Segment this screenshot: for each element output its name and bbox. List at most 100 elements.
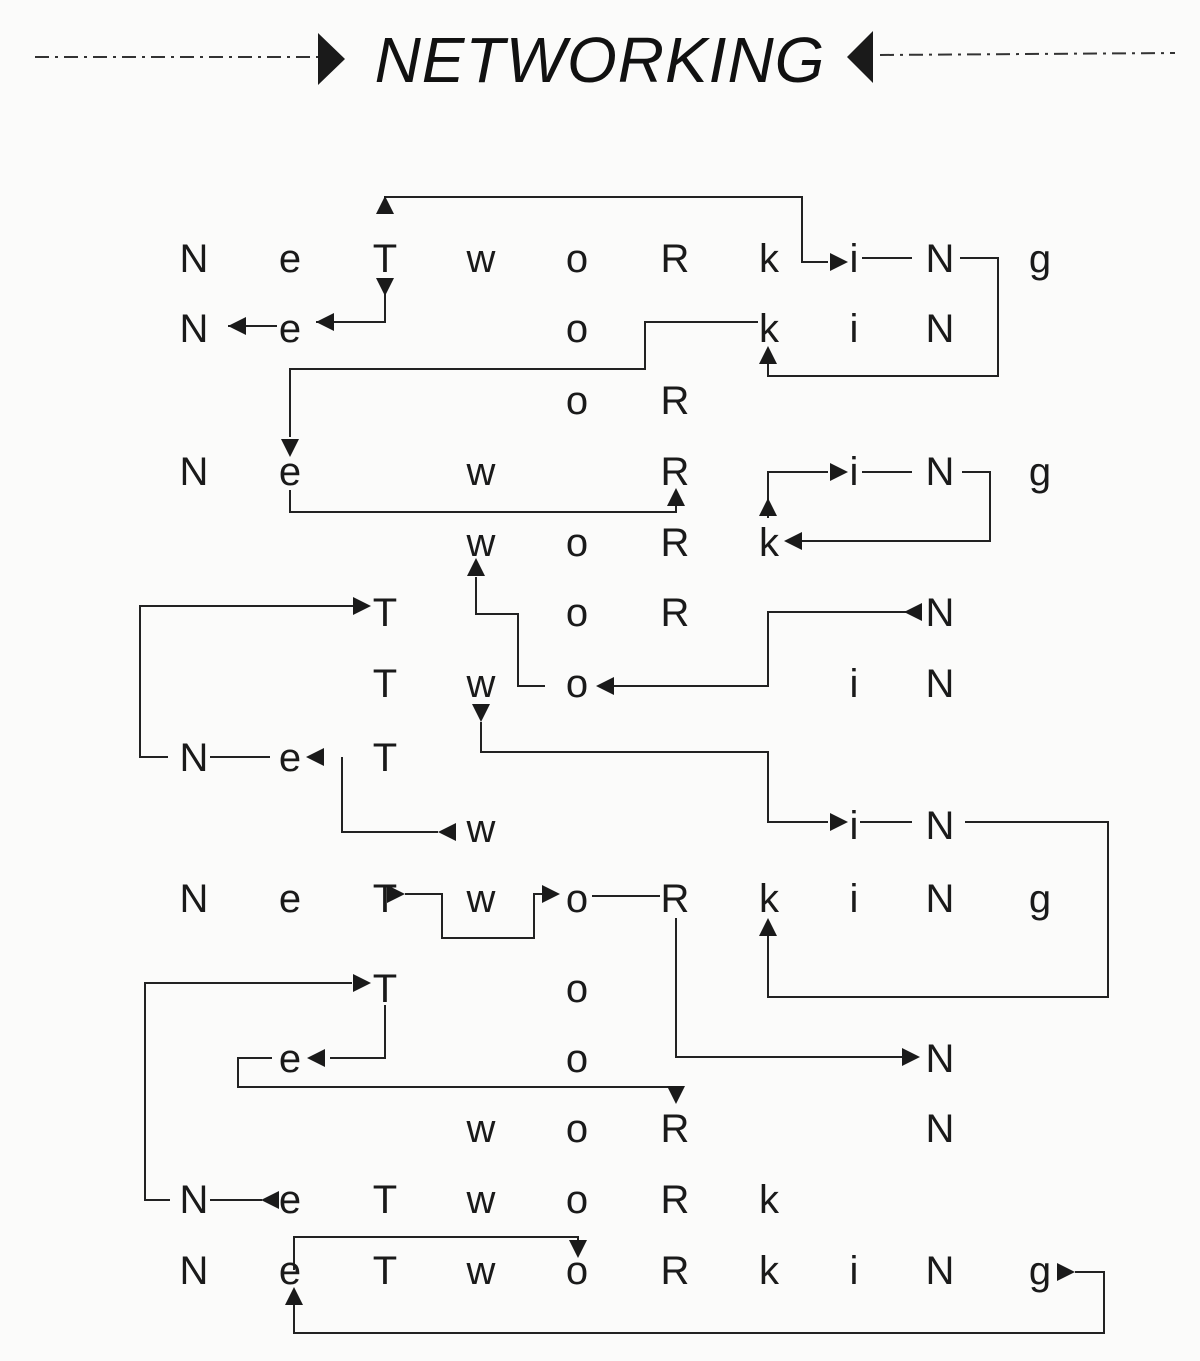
grid-letter: e: [279, 1249, 301, 1293]
grid-letter: g: [1029, 1249, 1051, 1293]
arrowhead: [307, 1049, 325, 1067]
connector-line: [139, 605, 355, 758]
connector-line: [289, 321, 758, 437]
grid-letter: e: [279, 1037, 301, 1081]
connector-line: [289, 490, 677, 513]
grid-letter: e: [279, 237, 301, 281]
grid-letter: T: [373, 662, 397, 706]
grid-letter: T: [373, 736, 397, 780]
grid-letter: i: [850, 804, 859, 848]
grid-letter: k: [759, 237, 780, 281]
grid-letter: o: [566, 1037, 588, 1081]
grid-letter: k: [759, 877, 780, 921]
connector-line: [237, 1057, 676, 1088]
grid-letter: N: [180, 307, 209, 351]
arrowhead: [759, 918, 777, 936]
grid-letter: R: [661, 237, 690, 281]
grid-letter: o: [566, 307, 588, 351]
grid-letter: R: [661, 1249, 690, 1293]
grid-letter: R: [661, 877, 690, 921]
grid-letter: g: [1029, 877, 1051, 921]
arrowhead: [830, 463, 848, 481]
right-dash-line: [879, 52, 1176, 56]
grid-letter: o: [566, 591, 588, 635]
grid-letter: T: [373, 1178, 397, 1222]
grid-letter: N: [926, 450, 955, 494]
arrowheads: [228, 196, 1075, 1305]
grid-letter: w: [466, 1249, 496, 1293]
arrowhead: [261, 1191, 279, 1209]
connector-line: [767, 821, 1109, 998]
grid-letter: w: [466, 1107, 496, 1151]
grid-letter: N: [926, 307, 955, 351]
arrowhead: [387, 885, 405, 903]
arrowhead: [667, 488, 685, 506]
grid-letter: i: [850, 237, 859, 281]
grid-letter: e: [279, 307, 301, 351]
grid-letter: o: [566, 1107, 588, 1151]
arrowhead: [316, 313, 334, 331]
arrowhead: [281, 439, 299, 457]
arrowhead: [285, 1287, 303, 1305]
grid-letter: w: [466, 1178, 496, 1222]
arrowhead: [902, 1048, 920, 1066]
connector-line: [475, 577, 545, 687]
title-decoration: [35, 31, 1176, 85]
grid-letter: o: [566, 967, 588, 1011]
grid-letter: N: [180, 450, 209, 494]
grid-letter: N: [926, 804, 955, 848]
grid-letter: R: [661, 1178, 690, 1222]
arrowhead: [784, 532, 802, 550]
connector-lines: [139, 196, 1109, 1334]
grid-letter: o: [566, 1178, 588, 1222]
connector-line: [800, 471, 991, 542]
grid-letter: T: [373, 591, 397, 635]
arrowhead: [438, 823, 456, 841]
grid-letter: N: [926, 877, 955, 921]
grid-letter: R: [661, 450, 690, 494]
grid-letter: k: [759, 521, 780, 565]
grid-letter: N: [180, 736, 209, 780]
grid-letter: w: [466, 450, 496, 494]
grid-letter: e: [279, 450, 301, 494]
arrowhead: [472, 704, 490, 722]
arrowhead: [569, 1240, 587, 1258]
grid-letter: N: [180, 877, 209, 921]
connector-line: [293, 1271, 1105, 1334]
connector-line: [341, 757, 438, 833]
arrowhead: [376, 278, 394, 296]
grid-letter: k: [759, 307, 780, 351]
arrowhead: [830, 813, 848, 831]
grid-letter: o: [566, 237, 588, 281]
arrowhead: [667, 1086, 685, 1104]
arrowhead: [542, 885, 560, 903]
grid-letter: i: [850, 1249, 859, 1293]
grid-letter: w: [466, 662, 496, 706]
grid-letter: o: [566, 877, 588, 921]
arrowhead: [596, 677, 614, 695]
grid-letter: k: [759, 1178, 780, 1222]
arrowhead: [353, 974, 371, 992]
grid-letter: o: [566, 379, 588, 423]
grid-letter: N: [926, 1107, 955, 1151]
connector-line: [610, 611, 908, 687]
grid-letter: i: [850, 450, 859, 494]
grid-letter: w: [466, 237, 496, 281]
connector-line: [675, 918, 902, 1058]
grid-letter: R: [661, 591, 690, 635]
grid-letter: w: [466, 521, 496, 565]
arrowhead: [306, 748, 324, 766]
connector-line: [293, 1236, 579, 1270]
title-left-arrowhead: [318, 33, 345, 85]
grid-letter: N: [926, 1037, 955, 1081]
connector-line: [316, 286, 386, 323]
grid-letter: g: [1029, 237, 1051, 281]
connector-line: [330, 1005, 386, 1059]
grid-letter: N: [180, 1249, 209, 1293]
grid-letter: i: [850, 307, 859, 351]
grid-letter: o: [566, 662, 588, 706]
grid-letter: R: [661, 379, 690, 423]
